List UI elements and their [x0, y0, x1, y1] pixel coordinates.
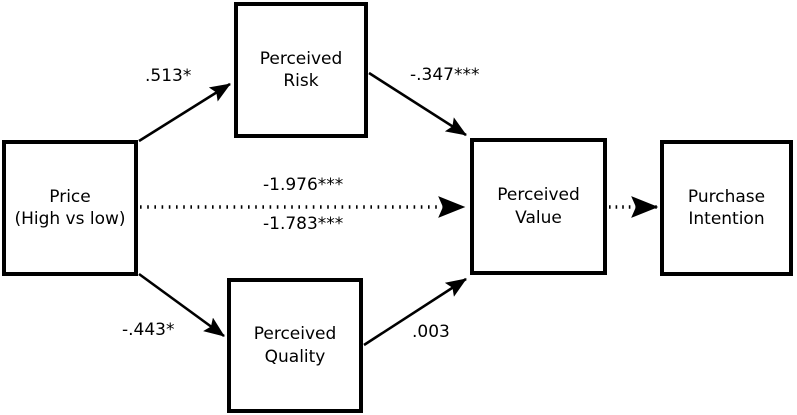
- edge-quality-to-value: [363, 277, 467, 347]
- edge-label-quality-to-value: .003: [412, 322, 450, 342]
- edge-price-to-risk: [138, 82, 231, 143]
- node-perceived-value-label-line-2: Value: [515, 207, 562, 228]
- node-perceived-risk-label-line-2: Risk: [283, 71, 319, 91]
- node-perceived-quality-label-line-2: Quality: [264, 346, 326, 367]
- node-price-label-line-1: Price: [49, 186, 91, 207]
- node-purchase-intention[interactable]: Purchase Intention: [660, 140, 793, 276]
- edge-label-price-to-value-upper: -1.976***: [263, 175, 344, 195]
- edge-price-to-quality: [138, 272, 225, 338]
- edge-label-price-to-risk: .513*: [145, 66, 192, 86]
- node-perceived-risk-label-line-1: Perceived: [259, 48, 343, 69]
- node-perceived-quality-label-line-1: Perceived: [253, 324, 337, 345]
- node-purchase-intention-label-line-2: Intention: [688, 209, 765, 229]
- edge-label-risk-to-value: -.347***: [410, 65, 480, 85]
- node-perceived-value-label-line-1: Perceived: [497, 185, 580, 206]
- node-purchase-intention-label-line-1: Purchase: [687, 186, 766, 207]
- node-perceived-quality[interactable]: Perceived Quality: [227, 278, 363, 413]
- node-perceived-value[interactable]: Perceived Value: [470, 138, 607, 275]
- edge-label-price-to-quality: -.443*: [122, 320, 175, 340]
- edge-label-price-to-value-lower: -1.783***: [263, 214, 344, 234]
- node-price-label-line-2: (High vs low): [14, 209, 126, 229]
- node-price[interactable]: Price (High vs low): [2, 140, 138, 276]
- node-perceived-risk[interactable]: Perceived Risk: [234, 2, 368, 138]
- edge-risk-to-value: [368, 71, 467, 137]
